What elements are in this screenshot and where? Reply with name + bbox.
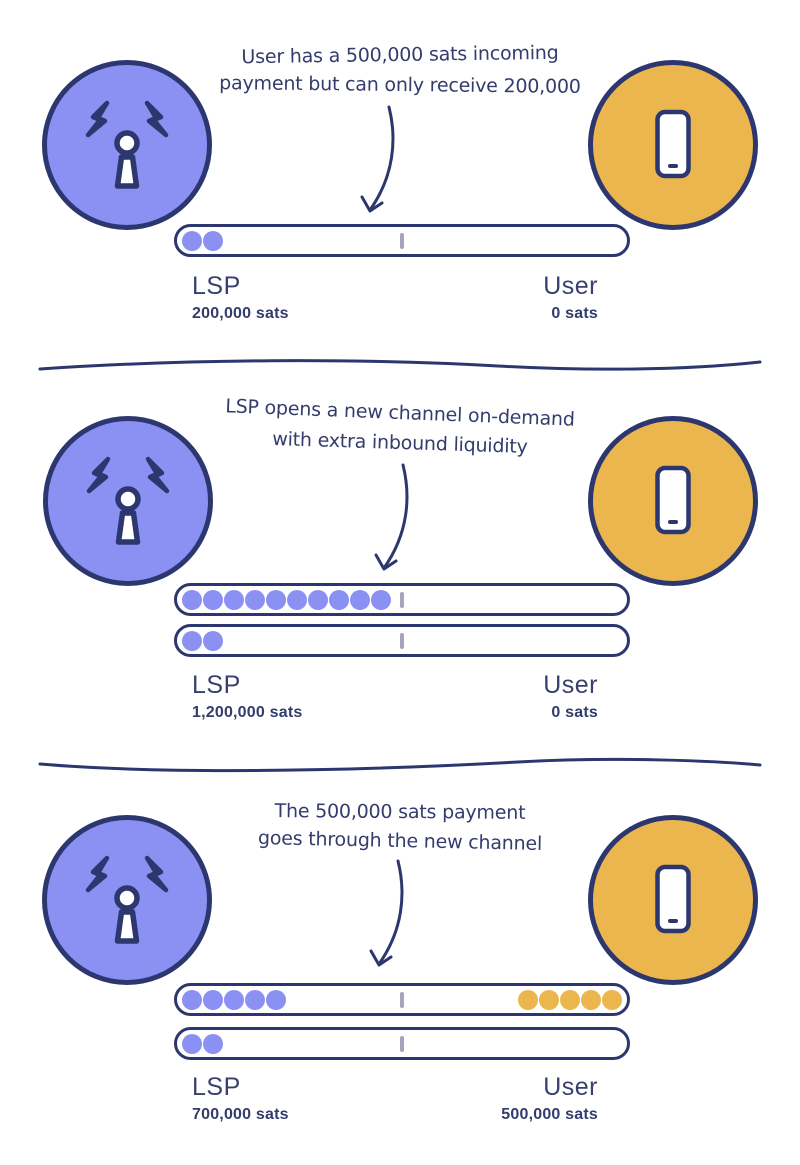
caption: User has a 500,000 sats incoming payment… bbox=[120, 40, 680, 100]
sat-dot-orange bbox=[518, 989, 538, 1010]
sat-dot-purple bbox=[329, 589, 349, 610]
sat-dot-purple bbox=[203, 630, 223, 651]
channel-bar bbox=[174, 1027, 630, 1060]
sat-dot-purple bbox=[350, 589, 370, 610]
lsp-liquidity-dots bbox=[182, 630, 223, 651]
lsp-amount: 700,000 sats bbox=[192, 1106, 289, 1123]
antenna-icon bbox=[86, 456, 170, 545]
sat-dot-purple bbox=[224, 989, 244, 1010]
caption: LSP opens a new channel on-demand with e… bbox=[120, 395, 680, 458]
sat-dot-purple bbox=[203, 989, 223, 1010]
channel-midpoint-tick bbox=[400, 232, 404, 249]
lsp-label: LSP bbox=[192, 1073, 241, 1101]
panel-divider bbox=[38, 359, 762, 371]
lsp-liquidity-dots bbox=[182, 1033, 223, 1054]
sat-dot-purple bbox=[182, 230, 202, 251]
lsp-node bbox=[43, 416, 213, 586]
antenna-icon bbox=[85, 855, 169, 944]
sat-dot-orange bbox=[602, 989, 622, 1010]
curved-arrow-icon bbox=[360, 105, 395, 213]
sat-dot-purple bbox=[182, 1033, 202, 1054]
channel-bar-new bbox=[174, 583, 630, 616]
user-node bbox=[588, 60, 758, 230]
user-amount: 500,000 sats bbox=[501, 1106, 598, 1123]
lsp-liquidity-dots bbox=[182, 230, 223, 251]
sat-dot-purple bbox=[308, 589, 328, 610]
lsp-node bbox=[42, 60, 212, 230]
user-node bbox=[588, 815, 758, 985]
sat-dot-purple bbox=[182, 989, 202, 1010]
caption: The 500,000 sats payment goes through th… bbox=[120, 798, 680, 856]
sat-dot-purple bbox=[203, 1033, 223, 1054]
channel-bar bbox=[174, 624, 630, 657]
lsp-liquidity-dots bbox=[182, 989, 286, 1010]
antenna-icon bbox=[85, 100, 169, 189]
phone-icon bbox=[655, 465, 691, 535]
lsp-label: LSP bbox=[192, 671, 241, 699]
phone-icon bbox=[655, 864, 691, 934]
panel-divider bbox=[38, 757, 762, 773]
curved-arrow-icon bbox=[374, 463, 409, 571]
curved-arrow-icon bbox=[369, 859, 404, 967]
sat-dot-orange bbox=[539, 989, 559, 1010]
channel-midpoint-tick bbox=[400, 1035, 404, 1052]
user-node bbox=[588, 416, 758, 586]
user-amount: 0 sats bbox=[551, 704, 598, 721]
user-label: User bbox=[543, 671, 598, 699]
user-label: User bbox=[543, 1073, 598, 1101]
sat-dot-purple bbox=[245, 989, 265, 1010]
sat-dot-purple bbox=[245, 589, 265, 610]
caption-line: payment but can only receive 200,000 bbox=[219, 72, 581, 98]
lsp-node bbox=[42, 815, 212, 985]
phone-icon bbox=[655, 109, 691, 179]
sat-dot-purple bbox=[224, 589, 244, 610]
sat-dot-orange bbox=[560, 989, 580, 1010]
user-label-block: User 500,000 sats bbox=[428, 1073, 598, 1125]
user-amount: 0 sats bbox=[551, 305, 598, 322]
lsp-label-block: LSP 700,000 sats bbox=[192, 1073, 412, 1125]
channel-midpoint-tick bbox=[400, 991, 404, 1008]
channel-bar-new bbox=[174, 983, 630, 1016]
sat-dot-purple bbox=[182, 589, 202, 610]
user-label-block: User 0 sats bbox=[428, 272, 598, 324]
lsp-label-block: LSP 200,000 sats bbox=[192, 272, 412, 324]
lsp-amount: 200,000 sats bbox=[192, 305, 289, 322]
lsp-liquidity-dots bbox=[182, 589, 391, 610]
channel-midpoint-tick bbox=[400, 632, 404, 649]
channel-bar bbox=[174, 224, 630, 257]
sat-dot-purple bbox=[203, 589, 223, 610]
sat-dot-purple bbox=[203, 230, 223, 251]
sat-dot-purple bbox=[266, 989, 286, 1010]
sat-dot-purple bbox=[371, 589, 391, 610]
sat-dot-orange bbox=[581, 989, 601, 1010]
lsp-label-block: LSP 1,200,000 sats bbox=[192, 671, 412, 723]
sat-dot-purple bbox=[287, 589, 307, 610]
sat-dot-purple bbox=[182, 630, 202, 651]
sat-dot-purple bbox=[266, 589, 286, 610]
user-label: User bbox=[543, 272, 598, 300]
lsp-label: LSP bbox=[192, 272, 241, 300]
lsp-amount: 1,200,000 sats bbox=[192, 704, 303, 721]
user-label-block: User 0 sats bbox=[428, 671, 598, 723]
user-liquidity-dots bbox=[518, 989, 622, 1010]
channel-midpoint-tick bbox=[400, 591, 404, 608]
